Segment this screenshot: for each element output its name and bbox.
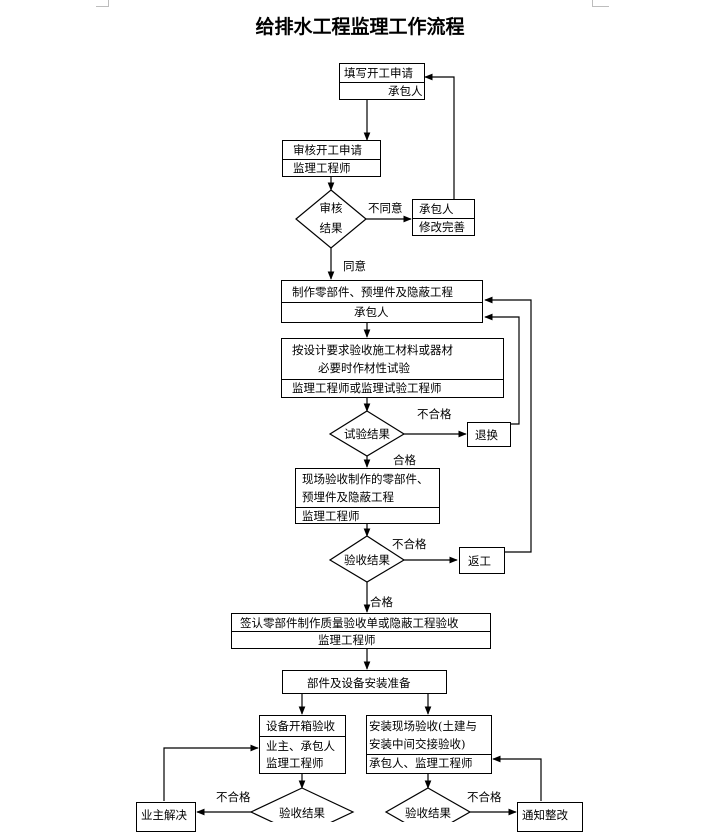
owner-resolve-box: 业主解决 <box>136 802 196 832</box>
edge-label-fail-right: 不合格 <box>467 790 502 804</box>
unbox-inspection-task: 设备开箱验收 <box>266 719 335 733</box>
sign-record-box: 签认零部件制作质量验收单或隐蔽工程验收 监理工程师 <box>231 613 491 649</box>
site-acceptance-line1: 现场验收制作的零部件、 <box>302 472 429 486</box>
left-result-label: 验收结果 <box>279 806 325 820</box>
edge-label-fail-left: 不合格 <box>216 790 251 804</box>
edge-label-agree: 同意 <box>343 259 366 273</box>
rework-box: 返工 <box>459 547 505 574</box>
test-result-label: 试验结果 <box>344 427 390 441</box>
site-acceptance-line2: 预埋件及隐蔽工程 <box>302 490 394 504</box>
unbox-inspection-role2: 监理工程师 <box>266 756 324 770</box>
site-acceptance-role: 监理工程师 <box>302 509 360 523</box>
review-application-box: 审核开工申请 监理工程师 <box>282 140 381 177</box>
unbox-inspection-role1: 业主、承包人 <box>266 739 335 753</box>
revise-complete-box: 承包人 修改完善 <box>412 199 475 236</box>
sign-record-task: 签认零部件制作质量验收单或隐蔽工程验收 <box>240 616 459 630</box>
unbox-inspection-box: 设备开箱验收 业主、承包人 监理工程师 <box>259 715 346 774</box>
edge-label-fail-test: 不合格 <box>417 407 452 421</box>
sign-record-role: 监理工程师 <box>318 633 376 647</box>
install-prep-box: 部件及设备安装准备 <box>282 670 447 694</box>
decision-test-result <box>328 410 406 457</box>
accept-materials-line1: 按设计要求验收施工材料或器材 <box>292 343 453 357</box>
install-inspection-role: 承包人、监理工程师 <box>369 756 473 770</box>
fill-application-role: 承包人 <box>388 84 423 98</box>
install-prep-label: 部件及设备安装准备 <box>307 676 411 690</box>
install-inspection-line1: 安装现场验收(土建与 <box>369 719 477 733</box>
decision-right-result <box>384 787 472 822</box>
decision-left-result <box>249 787 355 822</box>
fabricate-parts-task: 制作零部件、预埋件及隐蔽工程 <box>292 285 453 299</box>
edge-label-fail-acceptance: 不合格 <box>392 537 427 551</box>
decision-review-result <box>295 189 367 249</box>
revise-complete-task: 修改完善 <box>419 220 465 234</box>
replace-box: 退换 <box>467 422 511 447</box>
page-corner-mark <box>592 0 609 7</box>
fill-application-box: 填写开工申请 承包人 <box>339 63 425 100</box>
notify-rectify-label: 通知整改 <box>522 808 568 822</box>
install-inspection-box: 安装现场验收(土建与 安装中间交接验收) 承包人、监理工程师 <box>366 715 492 774</box>
revise-complete-role: 承包人 <box>419 202 454 216</box>
edge-label-pass-test: 合格 <box>393 453 416 467</box>
fill-application-task: 填写开工申请 <box>344 66 413 80</box>
notify-rectify-box: 通知整改 <box>517 802 583 832</box>
accept-materials-line2: 必要时作材性试验 <box>318 361 410 375</box>
right-result-label: 验收结果 <box>405 806 451 820</box>
fabricate-parts-box: 制作零部件、预埋件及隐蔽工程 承包人 <box>281 280 483 323</box>
review-result-line2: 结果 <box>319 221 343 235</box>
accept-materials-role: 监理工程师或监理试验工程师 <box>292 381 442 395</box>
replace-label: 退换 <box>475 428 498 442</box>
review-application-role: 监理工程师 <box>293 161 351 175</box>
review-application-task: 审核开工申请 <box>293 143 362 157</box>
review-result-label: 审核 结果 <box>301 198 361 238</box>
page-title: 给排水工程监理工作流程 <box>255 16 465 38</box>
edge-label-disagree: 不同意 <box>368 201 403 215</box>
acceptance-result-label: 验收结果 <box>344 553 390 567</box>
decision-acceptance-result <box>328 535 406 583</box>
accept-materials-box: 按设计要求验收施工材料或器材 必要时作材性试验 监理工程师或监理试验工程师 <box>281 338 504 398</box>
owner-resolve-label: 业主解决 <box>141 808 187 822</box>
install-inspection-line2: 安装中间交接验收) <box>369 737 466 751</box>
rework-label: 返工 <box>468 554 491 568</box>
fabricate-parts-role: 承包人 <box>354 305 389 319</box>
review-result-line1: 审核 <box>319 201 343 215</box>
page-corner-mark <box>96 0 109 7</box>
site-acceptance-box: 现场验收制作的零部件、 预埋件及隐蔽工程 监理工程师 <box>295 468 440 524</box>
edge-label-pass-acceptance: 合格 <box>370 595 393 609</box>
